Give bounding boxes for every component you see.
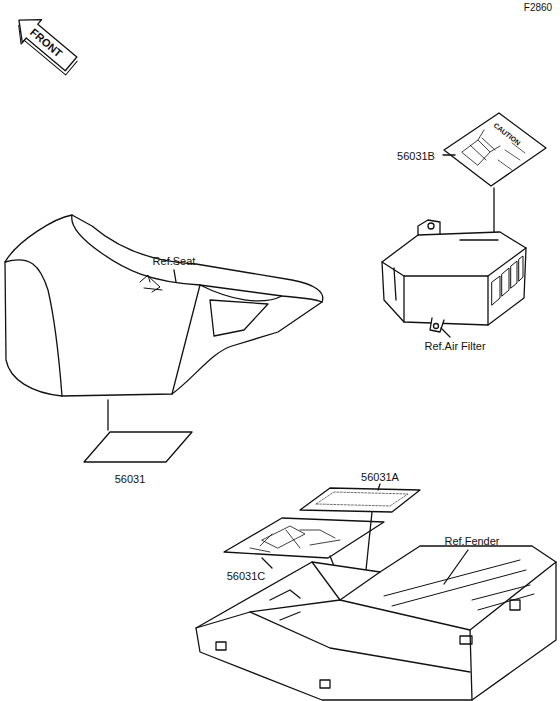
leader-line	[262, 558, 272, 568]
reference-label: Ref.Air Filter	[424, 341, 485, 352]
leader-line	[444, 550, 468, 584]
leader-line	[441, 328, 450, 337]
fender-decal	[300, 488, 420, 512]
callout-number: 56031C	[227, 571, 266, 582]
reference-label: Ref.Fender	[444, 536, 499, 547]
figure-number: F2860	[524, 3, 552, 13]
leader-line	[107, 400, 108, 430]
seat-decal	[84, 432, 192, 462]
callout-number: 56031	[115, 474, 146, 485]
front-arrow	[8, 9, 83, 79]
seat	[5, 215, 323, 396]
fender-decal	[224, 518, 384, 558]
fender	[196, 546, 556, 700]
caution-decal	[444, 113, 546, 186]
leader-line	[378, 484, 380, 490]
leader-line	[493, 188, 494, 238]
air-filter	[382, 220, 526, 332]
leader-line	[443, 154, 455, 155]
leader-line	[174, 270, 176, 282]
reference-label: Ref.Seat	[153, 256, 196, 267]
callout-number: 56031B	[397, 151, 435, 162]
callout-number: 56031A	[361, 472, 399, 483]
